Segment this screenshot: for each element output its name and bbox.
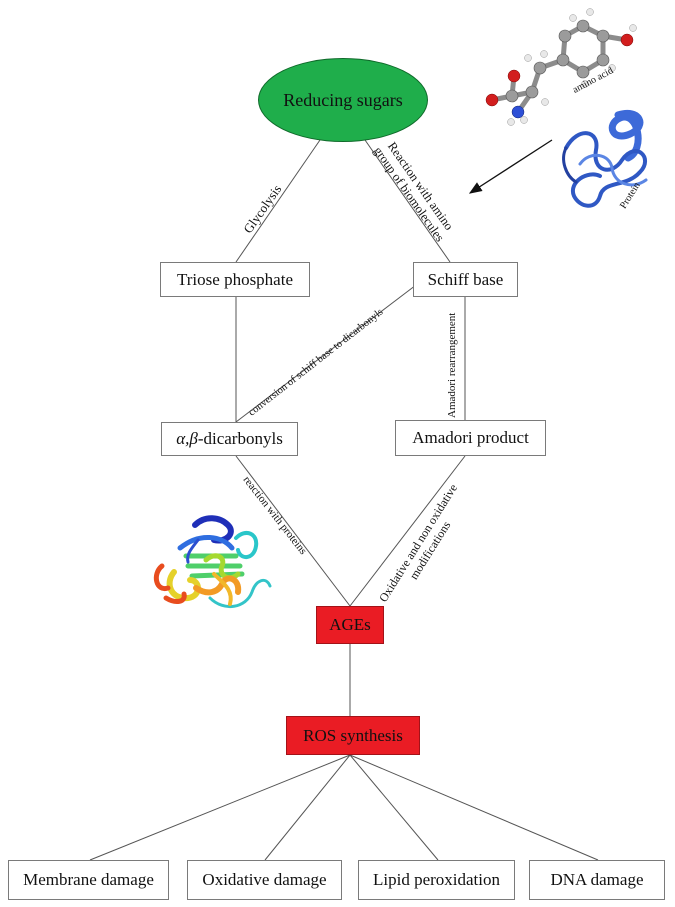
oxidative-damage-node: Oxidative damage	[187, 860, 342, 900]
schiff-base-node: Schiff base	[413, 262, 518, 297]
amino-acid-molecule-icon	[485, 8, 637, 126]
edge-sugars-schiff	[364, 139, 451, 263]
membrane-damage-node: Membrane damage	[8, 860, 169, 900]
edge-ros-lipid	[349, 754, 439, 861]
amadori-product-node: Amadori product	[395, 420, 546, 456]
ages-node: AGEs	[316, 606, 384, 644]
edge-amadori-ages	[349, 455, 466, 607]
triose-phosphate-node: Triose phosphate	[160, 262, 310, 297]
lipid-peroxidation-node: Lipid peroxidation	[358, 860, 515, 900]
edge-sugars-triose	[235, 139, 321, 263]
dicarbonyls-greek-prefix: α,β	[176, 429, 198, 448]
protein-ribbon-icon	[562, 109, 648, 208]
edge-dicarbonyls-ages	[235, 455, 351, 607]
protein-structure-icon	[153, 515, 272, 608]
ros-synthesis-node: ROS synthesis	[286, 716, 420, 755]
edge-ros-oxidative	[264, 754, 351, 861]
reducing-sugars-node: Reducing sugars	[258, 58, 428, 142]
amadori-rearrangement-label: Amadori rearrangement	[446, 312, 458, 418]
edge-ros-dna	[349, 754, 599, 861]
dicarbonyls-label: -dicarbonyls	[197, 429, 283, 448]
edge-schiff-dicarbonyls	[235, 281, 421, 423]
edge-ros-membrane	[89, 754, 351, 861]
dna-damage-node: DNA damage	[529, 860, 665, 900]
dicarbonyls-node: α,β-dicarbonyls	[161, 422, 298, 456]
arrow-amino-to-reaction	[468, 139, 553, 194]
